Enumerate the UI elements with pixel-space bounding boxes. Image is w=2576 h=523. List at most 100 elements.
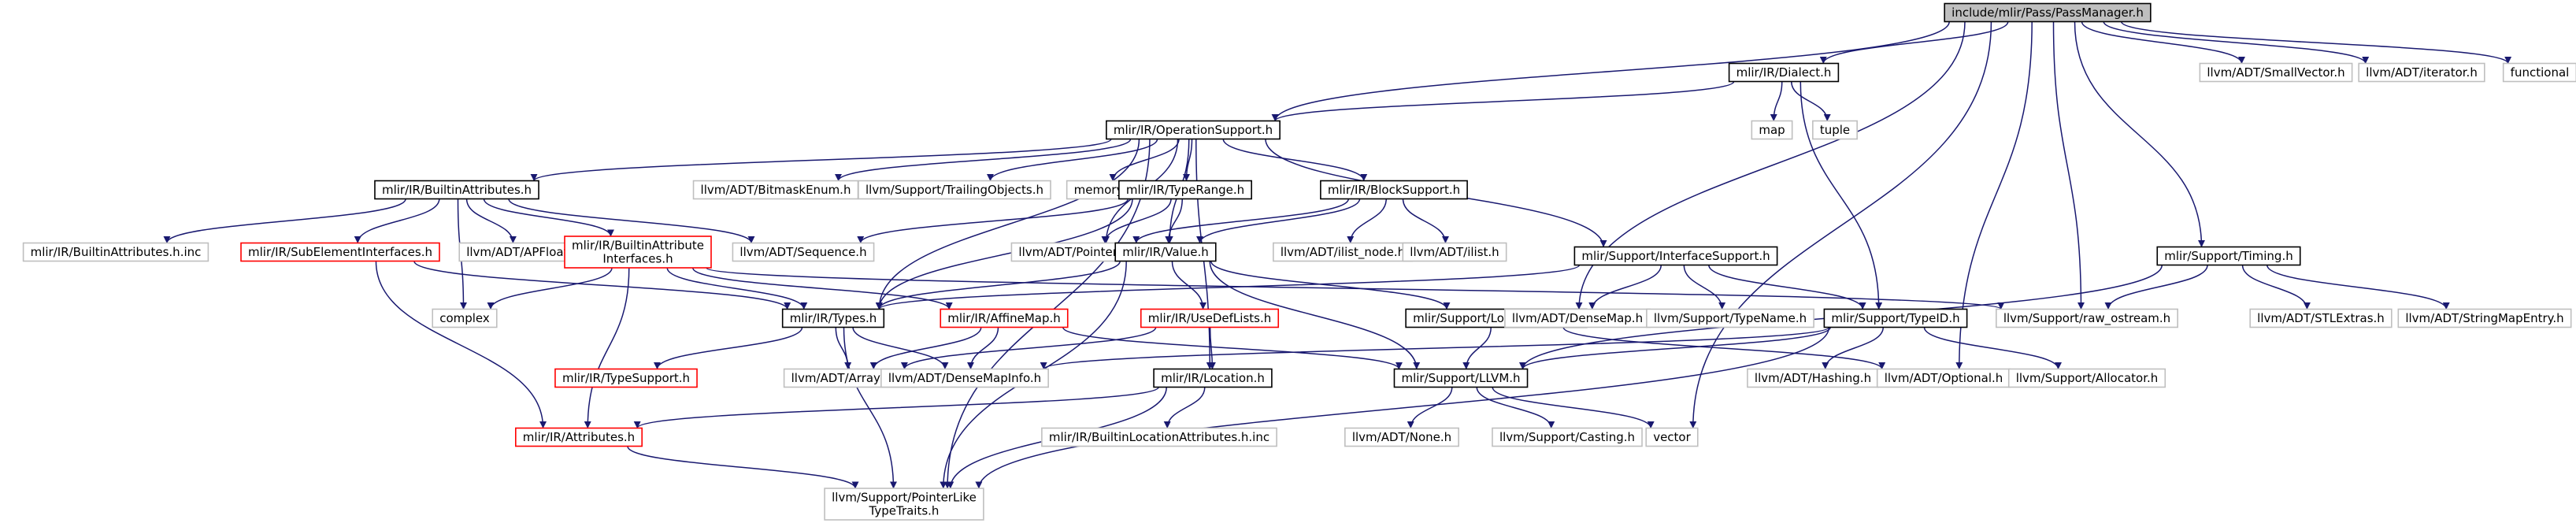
node-box	[880, 368, 1049, 388]
edge-builtinattrif-to-attributes	[584, 267, 630, 428]
node-mlir-ir-location-h[interactable]: mlir/IR/Location.h	[1153, 368, 1273, 388]
node-include-mlir-pass-passmanager-h[interactable]: include/mlir/Pass/PassManager.h	[1944, 2, 2152, 23]
node-label: llvm/ADT/ilist.h	[1410, 245, 1499, 259]
edge-builtinattrif-to-types	[666, 267, 808, 310]
node-mlir-ir-value-h[interactable]: mlir/IR/Value.h	[1114, 242, 1217, 262]
node-mlir-ir-subelementinterfaces-h[interactable]: mlir/IR/SubElementInterfaces.h	[240, 242, 440, 262]
file-nodes: include/mlir/Pass/PassManager.h mlir/IR/D…	[22, 2, 2576, 521]
node-label: mlir/Support/LLVM.h	[1401, 371, 1520, 385]
node-label: map	[1759, 123, 1785, 137]
node-mlir-ir-types-h[interactable]: mlir/IR/Types.h	[781, 308, 885, 328]
node-mlir-support-timing-h[interactable]: mlir/Support/Timing.h	[2156, 246, 2301, 266]
edge-builtinattrs-to-builtinattrsinc	[163, 198, 406, 243]
node-box	[732, 242, 875, 262]
edge-ifsupport-to-typeid	[1708, 265, 1866, 310]
node-label: include/mlir/Pass/PassManager.h	[1951, 6, 2144, 20]
node-llvm-adt-none-h: llvm/ADT/None.h	[1344, 427, 1459, 447]
edge-llvmh-to-vector	[1492, 387, 1655, 428]
node-label: memory	[1074, 183, 1124, 197]
node-mlir-ir-attributes-h[interactable]: mlir/IR/Attributes.h	[515, 427, 643, 447]
node-mlir-ir-dialect-h[interactable]: mlir/IR/Dialect.h	[1728, 62, 1840, 83]
edge-builtinattrif-to-complex	[487, 267, 613, 310]
edge-value-to-logicalresult	[1210, 261, 1451, 310]
edge-typerange-to-sequence	[857, 198, 1129, 243]
edge-llvmh-to-none	[1407, 387, 1453, 428]
node-mlir-ir-typerange-h[interactable]: mlir/IR/TypeRange.h	[1118, 180, 1252, 200]
node-box	[22, 242, 209, 262]
node-label: tuple	[1820, 123, 1850, 137]
node-label: llvm/ADT/Optional.h	[1885, 371, 2003, 385]
edge-types-to-densemapinfo	[852, 327, 949, 369]
node-mlir-support-llvm-h[interactable]: mlir/Support/LLVM.h	[1393, 368, 1529, 388]
node-box	[1320, 180, 1468, 200]
node-memory: memory	[1066, 180, 1132, 200]
edge-value-to-types	[875, 261, 1121, 310]
node-mlir-ir-operationsupport-h[interactable]: mlir/IR/OperationSupport.h	[1106, 120, 1281, 140]
node-mlir-support-typeid-h[interactable]: mlir/Support/TypeID.h	[1823, 308, 1968, 328]
node-box	[1393, 368, 1529, 388]
edge-blocksupport-to-ilist	[1402, 198, 1449, 243]
node-label: llvm/ADT/DenseMap.h	[1512, 311, 1643, 325]
node-mlir-ir-usedeflists-h[interactable]: mlir/IR/UseDefLists.h	[1140, 308, 1280, 328]
edge-root-to-dialect	[1819, 21, 2009, 64]
node-label: llvm/ADT/ilist_node.h	[1281, 245, 1405, 260]
edge-subelem-to-attributes	[375, 261, 547, 428]
edge-logicalresult-to-optional	[1562, 327, 1886, 369]
node-llvm-support-casting-h: llvm/Support/Casting.h	[1492, 427, 1643, 447]
node-label: llvm/Support/Casting.h	[1499, 430, 1635, 444]
edge-typerange-to-types	[875, 198, 1133, 310]
node-mlir-ir-affinemap-h[interactable]: mlir/IR/AffineMap.h	[940, 308, 1069, 328]
node-box	[940, 308, 1069, 328]
node-llvm-adt-densemap-h: llvm/ADT/DenseMap.h	[1504, 308, 1651, 328]
node-mlir-support-interfacesupport-h[interactable]: mlir/Support/InterfaceSupport.h	[1573, 246, 1778, 266]
node-label: llvm/Support/Allocator.h	[2016, 371, 2159, 385]
node-llvm-support-raw-ostream-h: llvm/Support/raw_ostream.h	[1996, 308, 2178, 328]
node-label: mlir/IR/Value.h	[1122, 245, 1209, 259]
edge-location-to-attributes	[633, 386, 1159, 429]
node-map: map	[1751, 120, 1793, 140]
node-llvm-adt-bitmaskenum-h: llvm/ADT/BitmaskEnum.h	[692, 180, 859, 200]
node-box	[240, 242, 440, 262]
node-complex: complex	[432, 308, 498, 328]
node-box	[781, 308, 885, 328]
node-label: mlir/IR/Dialect.h	[1736, 65, 1832, 80]
node-mlir-ir-blocksupport-h[interactable]: mlir/IR/BlockSupport.h	[1320, 180, 1468, 200]
edge-root-to-smallvector	[2081, 21, 2245, 64]
edge-usedef-to-arrayref	[901, 327, 1157, 369]
node-label: llvm/ADT/StringMapEntry.h	[2405, 311, 2563, 325]
node-llvm-support-trailingobjects-h: llvm/Support/TrailingObjects.h	[858, 180, 1051, 200]
edge-typerange-to-value	[1165, 198, 1183, 243]
edge-usedef-to-location	[1208, 327, 1216, 369]
node-box	[1106, 120, 1281, 140]
edge-builtinattrs-to-subelem	[354, 198, 440, 243]
node-label: Interfaces.h	[602, 252, 673, 266]
node-llvm-adt-stlextras-h: llvm/ADT/STLExtras.h	[2249, 308, 2393, 328]
node-llvm-support-typename-h: llvm/Support/TypeName.h	[1646, 308, 1814, 328]
edge-value-to-usedef	[1171, 261, 1207, 310]
node-box	[1118, 180, 1252, 200]
node-box	[432, 308, 498, 328]
node-label: mlir/IR/BuiltinAttributes.h	[382, 183, 532, 197]
edge-subelem-to-types	[413, 261, 791, 310]
node-label: mlir/IR/BuiltinLocationAttributes.h.inc	[1049, 430, 1269, 444]
edge-location-to-builtinlocinc	[1163, 387, 1206, 428]
edge-affinemap-to-densemapinfo	[967, 327, 999, 369]
edge-typerange-to-pointerunion	[1101, 198, 1172, 243]
node-vector: vector	[1645, 427, 1699, 447]
edge-logicalresult-to-llvmh	[1462, 327, 1492, 369]
edge-root-to-functional	[2121, 20, 2512, 65]
edge-blocksupport-to-value	[1196, 198, 1361, 243]
edge-root-to-opsupport	[1271, 21, 1950, 121]
node-mlir-ir-builtinattributes-h[interactable]: mlir/IR/BuiltinAttributes.h	[374, 180, 539, 200]
node-box	[1944, 2, 2152, 23]
node-label: mlir/Support/TypeID.h	[1831, 311, 1959, 325]
node-box	[1646, 308, 1814, 328]
edge-dialect-to-map	[1770, 81, 1783, 121]
node-label: llvm/ADT/SmallVector.h	[2207, 65, 2344, 80]
edge-typeid-to-llvmh	[1519, 327, 1831, 369]
node-label: llvm/ADT/DenseMapInfo.h	[888, 371, 1041, 385]
node-mlir-ir-typesupport-h[interactable]: mlir/IR/TypeSupport.h	[554, 368, 698, 388]
node-label: llvm/ADT/STLExtras.h	[2257, 311, 2385, 325]
node-label: llvm/ADT/Hashing.h	[1755, 371, 1871, 385]
